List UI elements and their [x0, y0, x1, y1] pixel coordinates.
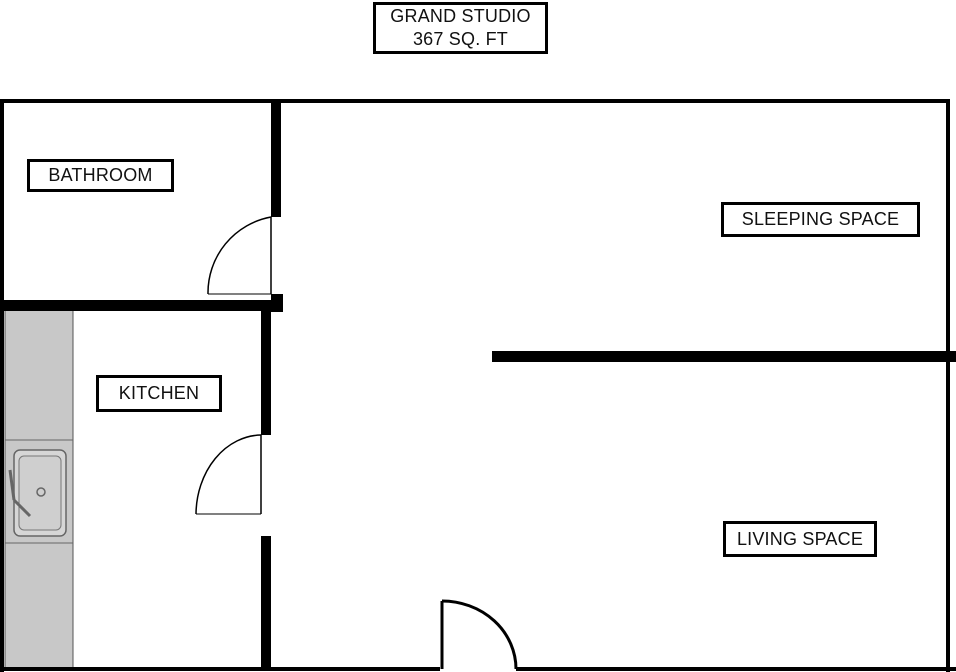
room-label-kitchen: KITCHEN [96, 375, 222, 412]
entry-door [440, 599, 518, 670]
bathroom-door [207, 216, 272, 295]
kitchen-sink [8, 449, 67, 537]
room-label-bathroom: BATHROOM [27, 159, 174, 192]
plan-title: GRAND STUDIO 367 SQ. FT [373, 2, 548, 54]
plan-area: 367 SQ. FT [412, 29, 509, 49]
room-label-living: LIVING SPACE [723, 521, 877, 557]
interior-walls [2, 101, 956, 670]
kitchen-door [195, 434, 262, 515]
room-label-sleeping: SLEEPING SPACE [721, 202, 920, 237]
outer-walls [0, 99, 956, 672]
plan-name: GRAND STUDIO [390, 6, 531, 26]
